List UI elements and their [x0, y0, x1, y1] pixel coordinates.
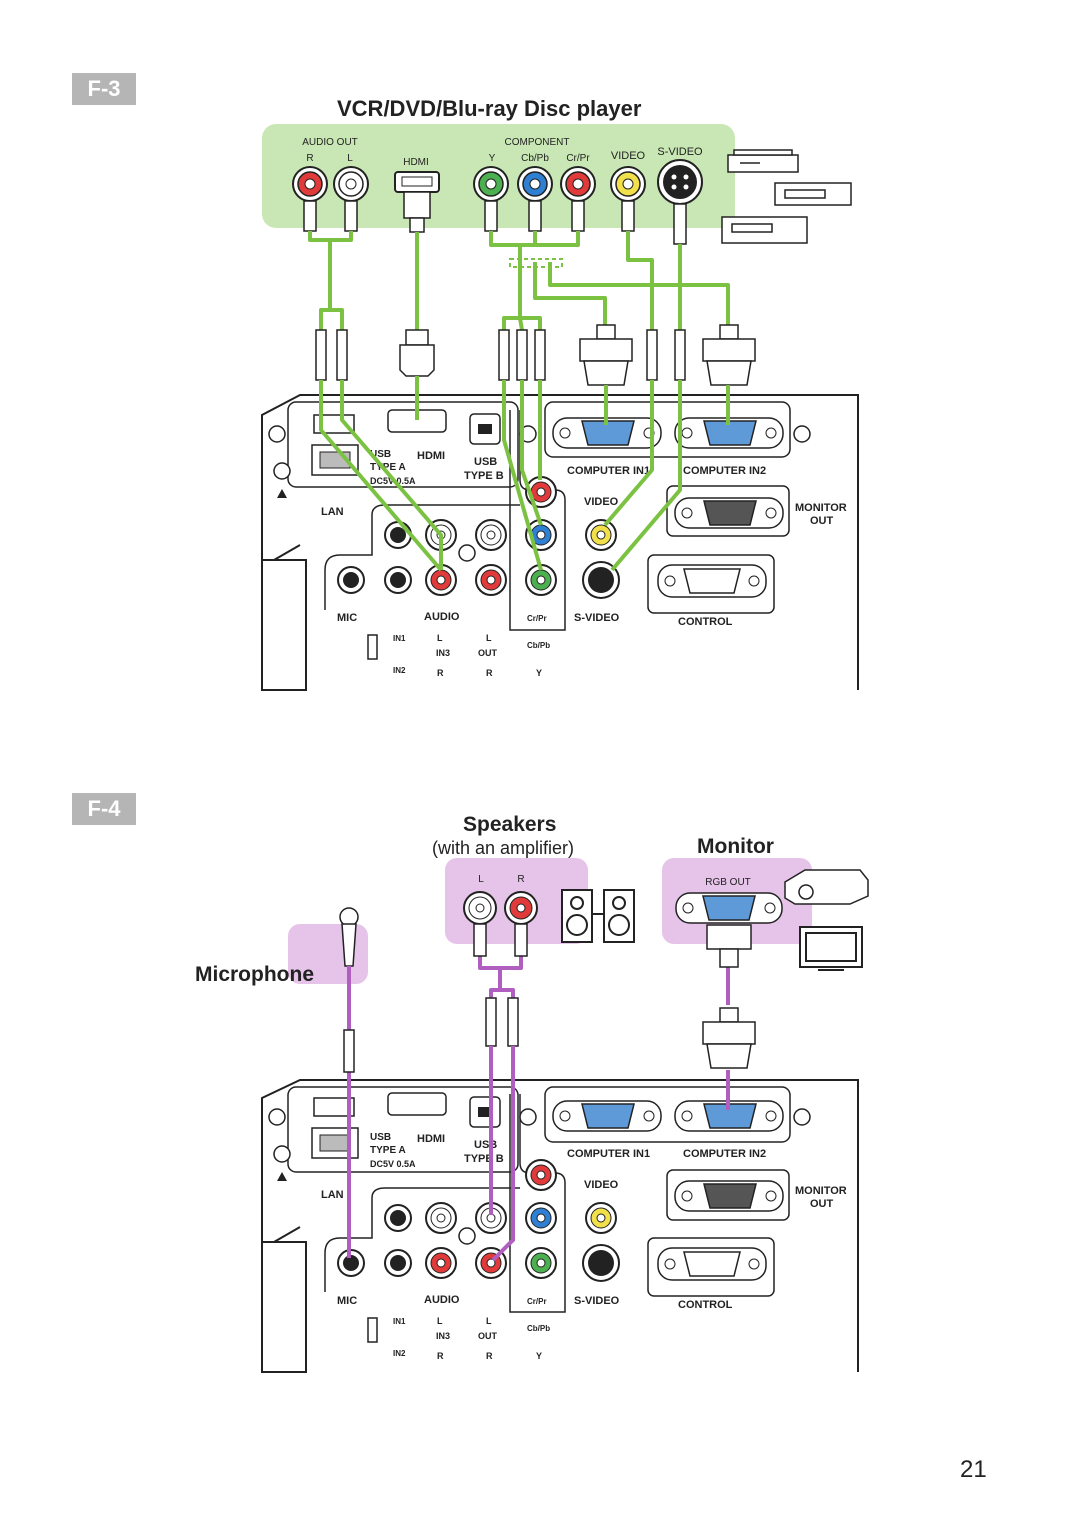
video-in-label-f4: VIDEO [584, 1179, 619, 1191]
r-label-in3: R [437, 668, 444, 678]
f4-panel-cables [347, 1046, 730, 1262]
out-label: OUT [478, 648, 498, 658]
page-number: 21 [960, 1456, 987, 1483]
rgb-out-port [675, 892, 783, 924]
source-component-cr-jack [560, 166, 596, 202]
speakers-r-label: R [517, 874, 524, 885]
dc5v-label-f4: DC5V 0.5A [370, 1159, 416, 1169]
monitor-out-label: OUT [810, 515, 834, 527]
in2-label: IN2 [393, 666, 406, 675]
speakers-title: Speakers [463, 813, 557, 836]
projector-device-icon [784, 869, 869, 905]
computer-in1-label: COMPUTER IN1 [567, 465, 650, 477]
lan-label: LAN [321, 506, 344, 518]
f4-plugs [343, 923, 756, 1073]
speakers-r-jack [504, 891, 538, 925]
video-in-label: VIDEO [584, 496, 619, 508]
monitor-title: Monitor [697, 835, 774, 858]
hdmi-in-label: HDMI [417, 450, 445, 462]
computer-in1-label-f4: COMPUTER IN1 [567, 1148, 650, 1160]
cr-pr-label: Cr/Pr [527, 614, 547, 623]
f3-panel-cables [319, 376, 730, 572]
s-video-in-label: S-VIDEO [574, 612, 620, 624]
projector-panel-f4: USB TYPE A DC5V 0.5A HDMI USB TYPE B LAN… [261, 1079, 859, 1373]
f3-title: VCR/DVD/Blu-ray Disc player [337, 96, 642, 121]
source-audio-l-jack [333, 166, 369, 202]
component-y-label: Y [489, 153, 496, 164]
speaker-boxes-icon [561, 889, 635, 943]
type-a-label-f4: TYPE A [370, 1145, 406, 1156]
l-label-out: L [486, 633, 492, 643]
cb-pb-label: Cb/Pb [527, 641, 550, 650]
in3-label-f4: IN3 [436, 1331, 450, 1341]
component-cr-label: Cr/Pr [566, 153, 590, 164]
monitor-label: MONITOR [795, 502, 847, 514]
type-a-label: TYPE A [370, 462, 406, 473]
speakers-l-label: L [478, 874, 484, 885]
cr-pr-label-f4: Cr/Pr [527, 1297, 547, 1306]
usb-a-label-f4: USB [370, 1132, 391, 1143]
audio-label: AUDIO [424, 611, 460, 623]
cb-pb-label-f4: Cb/Pb [527, 1324, 550, 1333]
f3-cables [308, 231, 730, 331]
component-cb-label: Cb/Pb [521, 153, 549, 164]
figure-tag-f4: F-4 [72, 793, 136, 825]
in3-label: IN3 [436, 648, 450, 658]
component-label: COMPONENT [505, 137, 570, 148]
source-s-video-jack [657, 159, 703, 205]
computer-in2-label-f4: COMPUTER IN2 [683, 1148, 766, 1160]
projector-panel-f3: USB TYPE A DC5V 0.5A HDMI USB TYPE B LAN… [261, 394, 859, 691]
l-label-in3: L [437, 633, 443, 643]
hdmi-in-label-f4: HDMI [417, 1133, 445, 1145]
speakers-l-jack [463, 891, 497, 925]
r-label-out-f4: R [486, 1351, 493, 1361]
computer-in2-label: COMPUTER IN2 [683, 465, 766, 477]
out-label-f4: OUT [478, 1331, 498, 1341]
microphone-title: Microphone [195, 963, 314, 986]
audio-label-f4: AUDIO [424, 1294, 460, 1306]
source-video-jack [610, 166, 646, 202]
mic-label-f4: MIC [337, 1295, 357, 1307]
f3-projector-plugs [315, 324, 756, 386]
figure-tag-f3: F-3 [72, 73, 136, 105]
control-label-f4: CONTROL [678, 1299, 733, 1311]
type-b-label-f4: TYPE B [464, 1153, 504, 1165]
vcr-dvd-player-icons [721, 149, 852, 244]
in1-label: IN1 [393, 634, 406, 643]
source-component-cb-jack [517, 166, 553, 202]
audio-l-label: L [347, 153, 353, 164]
usb-b-label-f4: USB [474, 1139, 497, 1151]
in1-label-f4: IN1 [393, 1317, 406, 1326]
r-label-in3-f4: R [437, 1351, 444, 1361]
source-audio-r-jack [292, 166, 328, 202]
control-label: CONTROL [678, 616, 733, 628]
source-component-y-jack [473, 166, 509, 202]
hdmi-out-label: HDMI [403, 157, 429, 168]
y-label: Y [536, 668, 542, 678]
microphone-icon [339, 907, 359, 967]
rgb-out-label: RGB OUT [705, 877, 751, 888]
lan-label-f4: LAN [321, 1189, 344, 1201]
in2-label-f4: IN2 [393, 1349, 406, 1358]
monitor-device-icon [799, 926, 863, 971]
r-label-out: R [486, 668, 493, 678]
usb-a-label: USB [370, 449, 391, 460]
type-b-label: TYPE B [464, 470, 504, 482]
video-out-label: VIDEO [611, 150, 646, 162]
s-video-in-label-f4: S-VIDEO [574, 1295, 620, 1307]
l-label-in3-f4: L [437, 1316, 443, 1326]
source-hdmi-port [394, 171, 440, 193]
mic-label: MIC [337, 612, 357, 624]
audio-r-label: R [306, 153, 313, 164]
l-label-out-f4: L [486, 1316, 492, 1326]
monitor-out-label-f4: OUT [810, 1198, 834, 1210]
s-video-out-label: S-VIDEO [657, 146, 703, 158]
audio-out-label: AUDIO OUT [302, 137, 358, 148]
monitor-label-f4: MONITOR [795, 1185, 847, 1197]
speakers-subtitle: (with an amplifier) [432, 838, 575, 858]
y-label-f4: Y [536, 1351, 542, 1361]
usb-b-label: USB [474, 456, 497, 468]
